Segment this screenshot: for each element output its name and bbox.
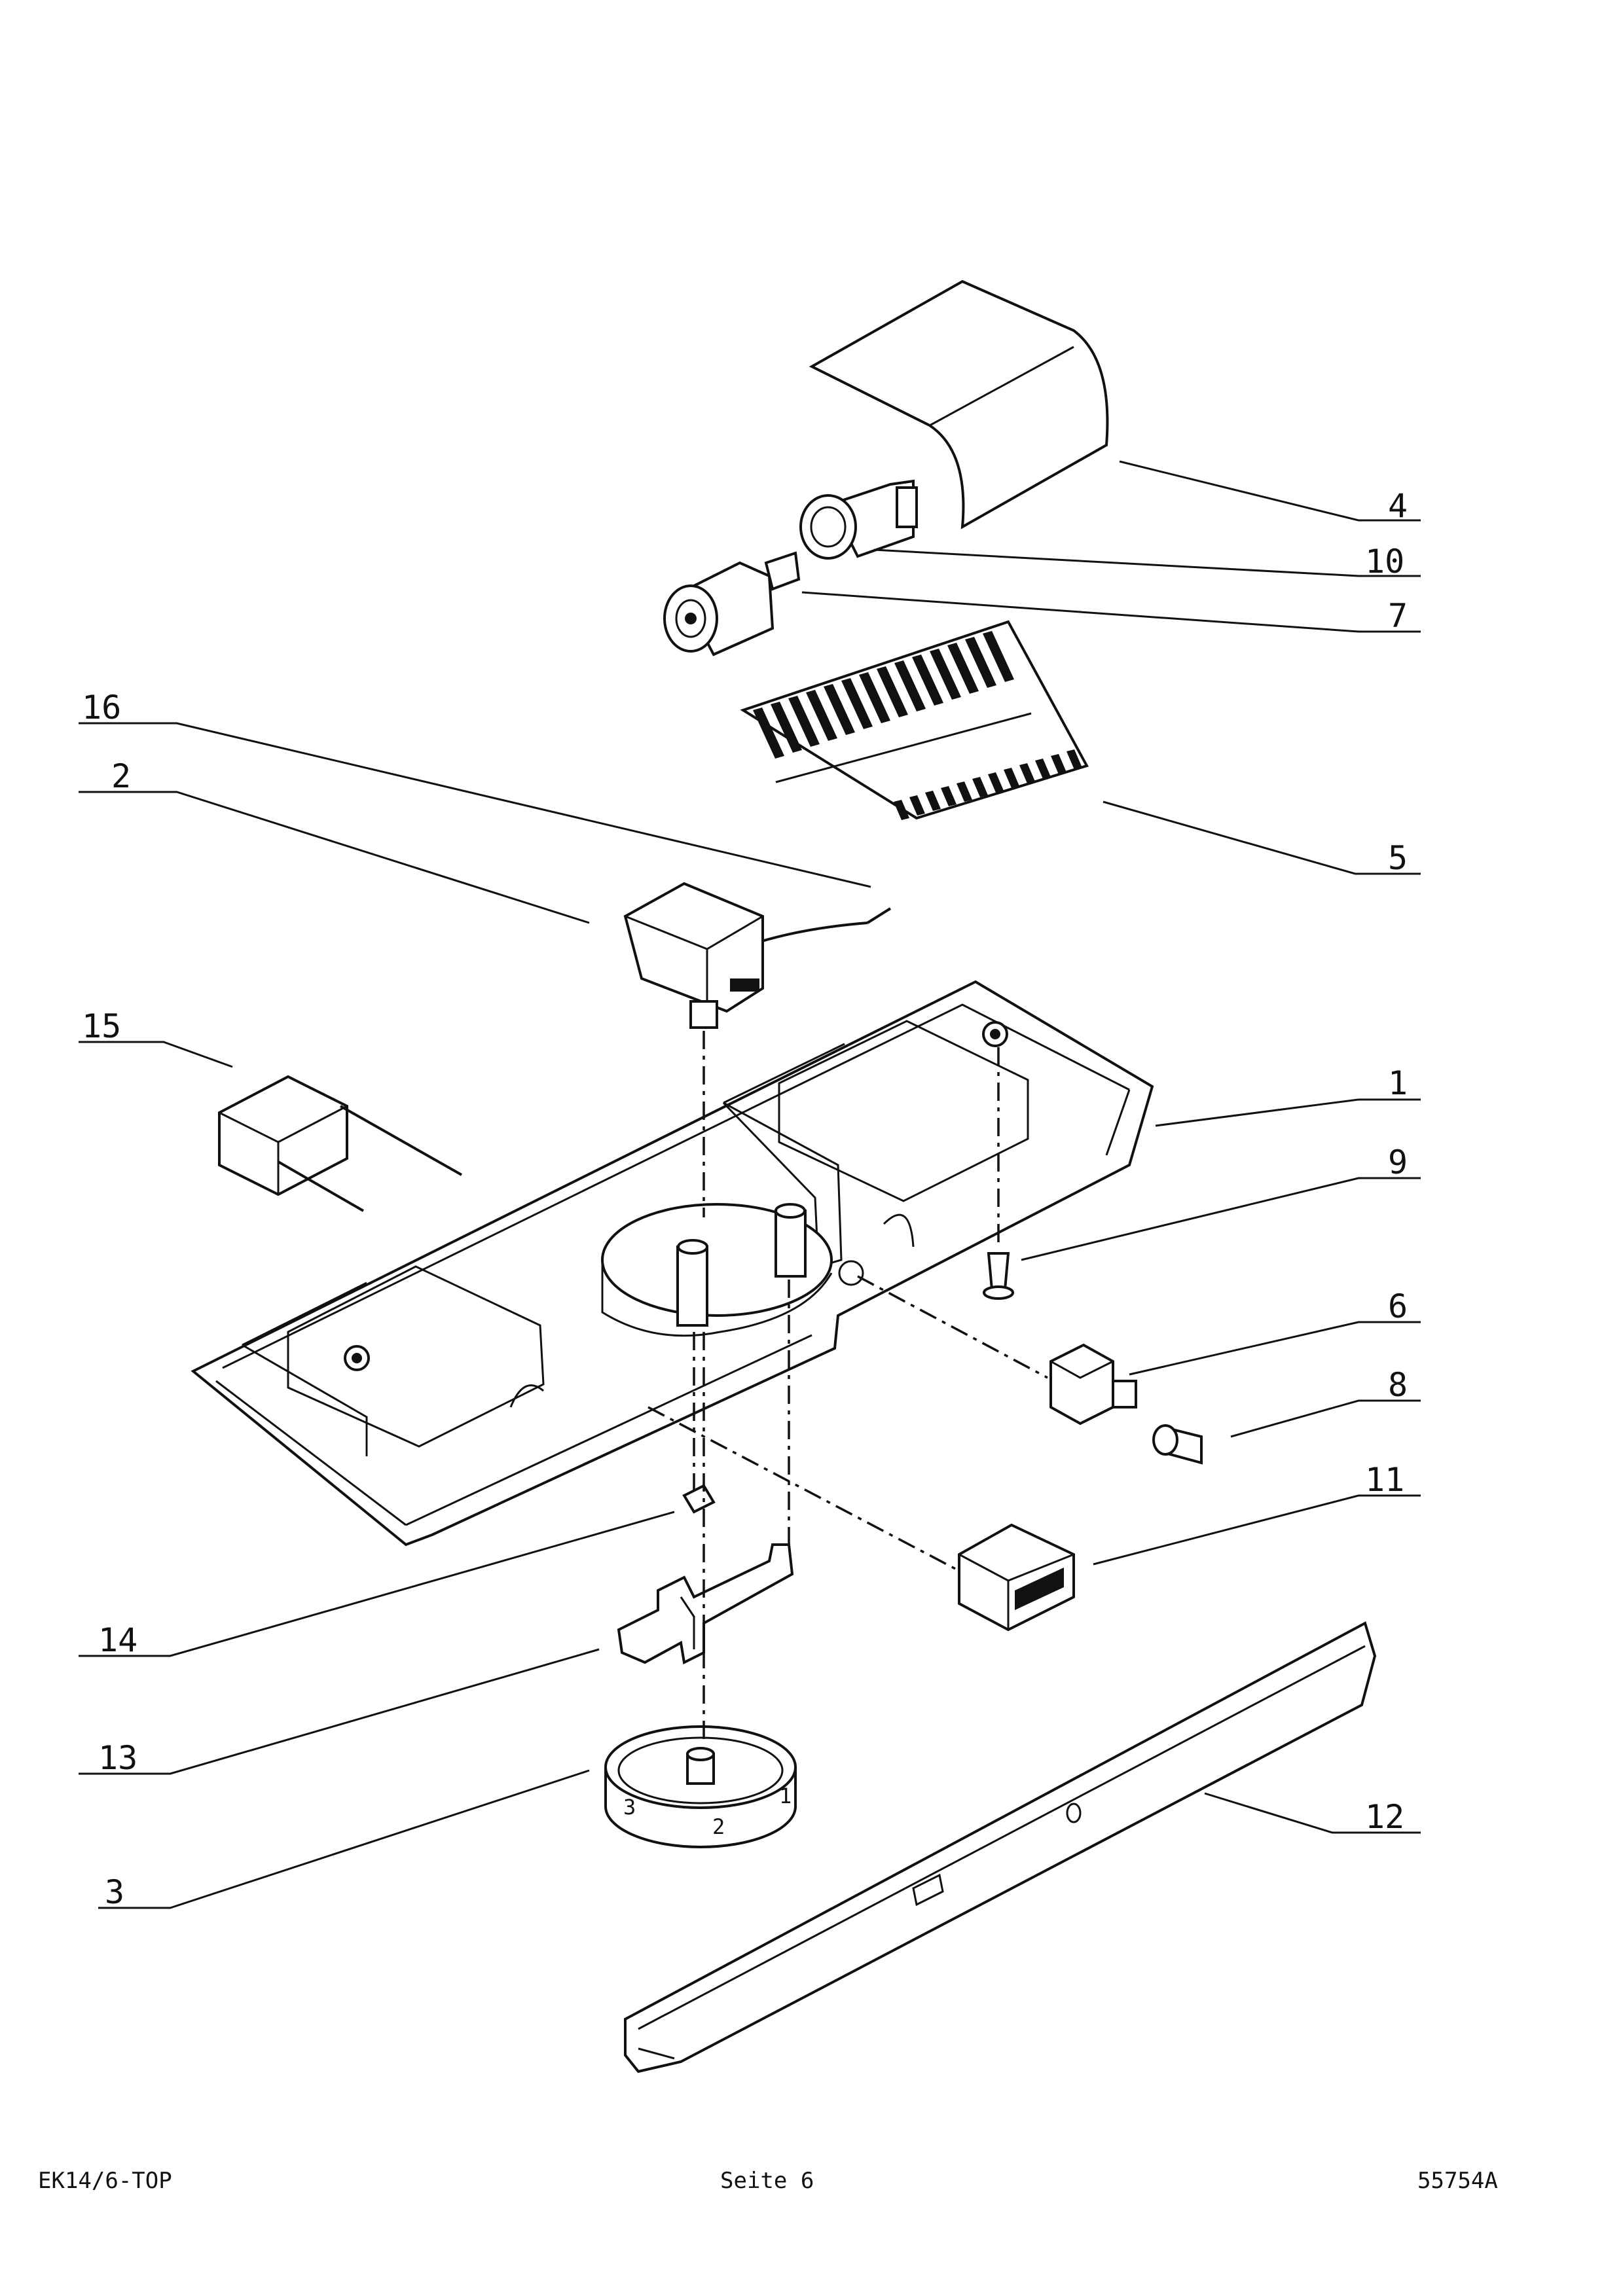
grid-slot [941, 786, 957, 806]
grid-slot [1004, 768, 1019, 788]
grid-slot [972, 777, 988, 797]
grid-slot [771, 702, 802, 753]
grid-slot [947, 643, 979, 694]
part-2-switch-block [623, 882, 764, 1029]
label-5: 5 [1388, 839, 1408, 877]
grid-slot [753, 708, 784, 759]
part-15-capacitor [218, 1075, 462, 1212]
label-13: 13 [98, 1739, 137, 1777]
grid-slot [930, 649, 961, 700]
part-5-reflector-grid [740, 620, 1089, 820]
page-number: Seite 6 [720, 2168, 814, 2194]
grid-slot [1051, 754, 1067, 774]
part-3-dial [604, 1725, 797, 1848]
part-6-switch [1049, 1343, 1137, 1426]
part-4-cover [809, 279, 1109, 529]
grid-slot [909, 795, 925, 816]
grid-slot [1019, 763, 1035, 783]
part-7-bulb [663, 551, 801, 656]
part-11-rocker-switch [958, 1523, 1075, 1632]
part-12-front-strip [624, 1621, 1377, 2073]
drawing-number: 55754A [1417, 2168, 1498, 2194]
part-9-screw [983, 1047, 1014, 1300]
dial-mark-1: 1 [779, 1784, 792, 1808]
grid-slot [925, 791, 941, 811]
leader-lines [79, 460, 1421, 1909]
label-9: 9 [1388, 1143, 1408, 1181]
part-13-bracket [617, 1543, 794, 1664]
label-10: 10 [1365, 543, 1404, 581]
part-1-housing [191, 980, 1154, 1547]
grid-slot [806, 690, 837, 741]
label-4: 4 [1388, 487, 1408, 525]
label-8: 8 [1388, 1366, 1408, 1404]
dial-mark-3: 3 [623, 1795, 636, 1820]
assembly-line [647, 1406, 960, 1572]
grid-slot [957, 781, 972, 802]
part-10-lamp-socket [799, 479, 918, 560]
label-7: 7 [1388, 597, 1408, 635]
label-14: 14 [98, 1621, 137, 1659]
grid-slot [788, 696, 820, 747]
grid-slot [877, 666, 908, 717]
grid-slot [894, 800, 909, 820]
grid-slot [824, 684, 855, 735]
label-11: 11 [1365, 1461, 1404, 1499]
part-14-clip [682, 1484, 716, 1514]
grid-slot [988, 772, 1004, 793]
label-3: 3 [105, 1873, 124, 1911]
grid-slot [841, 678, 873, 729]
dial-mark-2: 2 [712, 1814, 725, 1839]
part-8-knob [1152, 1424, 1203, 1465]
label-12: 12 [1365, 1798, 1404, 1836]
document-code: EK14/6-TOP [38, 2168, 172, 2194]
grid-slot [1067, 749, 1082, 770]
label-6: 6 [1388, 1287, 1408, 1325]
label-15: 15 [82, 1007, 121, 1045]
grid-slot [859, 672, 890, 723]
label-1: 1 [1388, 1064, 1408, 1102]
label-2: 2 [111, 757, 131, 795]
grid-slot [912, 655, 943, 706]
grid-slot [965, 637, 996, 688]
label-16: 16 [82, 689, 121, 726]
assembly-line [857, 1275, 1048, 1379]
grid-slot [983, 631, 1014, 682]
grid-slot [1035, 759, 1051, 779]
grid-slot [894, 660, 926, 711]
